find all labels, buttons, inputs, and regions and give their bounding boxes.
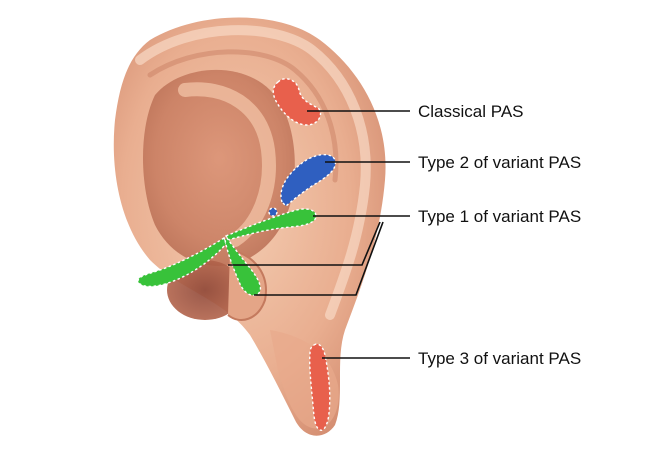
antihelix-ridge: [178, 82, 276, 247]
type2-pas-region: [280, 154, 337, 207]
classical-pas-label: Classical PAS: [418, 102, 524, 121]
classical-pas-region: [272, 78, 322, 126]
type3-pas-region: [309, 343, 331, 431]
type1-pas-branch-left: [137, 236, 227, 288]
type1-leader-mid: [228, 221, 381, 266]
helix-fold: [147, 49, 339, 183]
helix-rim: [135, 25, 371, 320]
type1-pas-branch-lower: [224, 236, 262, 297]
type2-pas-label: Type 2 of variant PAS: [418, 153, 581, 172]
type1-pas-label: Type 1 of variant PAS: [418, 207, 581, 226]
type3-pas-label: Type 3 of variant PAS: [418, 349, 581, 368]
type1-pas-branch-upper: [225, 208, 317, 241]
type1-leader-low: [254, 221, 384, 296]
type2-pas-dot: [268, 207, 278, 217]
